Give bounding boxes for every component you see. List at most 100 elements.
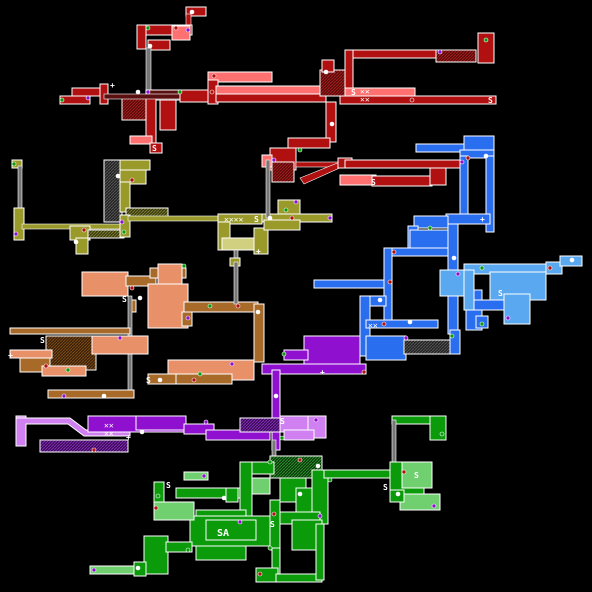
door-marker [547, 265, 553, 271]
room [321, 59, 335, 73]
room [344, 159, 466, 169]
door-marker [407, 319, 413, 325]
blocked-marker: ✕✕ [104, 429, 114, 438]
room [41, 365, 87, 377]
door-marker [479, 321, 485, 327]
door-marker [237, 519, 243, 525]
door-marker [257, 571, 263, 577]
blocked-marker: ✕✕ [368, 321, 378, 330]
save-marker: S [40, 336, 45, 345]
room [371, 175, 433, 187]
room [119, 159, 151, 171]
corridor [17, 165, 23, 211]
door-marker [451, 255, 457, 261]
corridor [233, 261, 239, 305]
door-marker [185, 315, 191, 321]
room [449, 329, 461, 355]
room [253, 227, 269, 255]
room [215, 93, 327, 103]
save-marker: S [371, 178, 376, 187]
door-marker [115, 173, 121, 179]
door-marker [145, 25, 151, 31]
door-marker [267, 545, 273, 551]
room [103, 159, 123, 223]
door-marker [391, 249, 397, 255]
room [271, 161, 295, 183]
door-marker [185, 27, 191, 33]
room [263, 219, 301, 231]
door-marker [297, 147, 303, 153]
door-marker [197, 371, 203, 377]
door-marker [361, 369, 367, 375]
door-marker [479, 265, 485, 271]
door-marker [155, 493, 161, 499]
room [45, 335, 97, 371]
door-marker [327, 477, 333, 483]
room [183, 471, 209, 481]
room [239, 417, 281, 433]
room [459, 149, 495, 159]
door-marker [121, 229, 127, 235]
room [295, 487, 313, 513]
door-marker [117, 335, 123, 341]
region-crimson: S S S S ✕✕ ✕✕ + [59, 6, 497, 187]
door-marker [135, 89, 141, 95]
door-marker [327, 215, 333, 221]
door-marker [207, 303, 213, 309]
room [9, 327, 131, 335]
save-marker: S [414, 471, 419, 480]
room [323, 469, 395, 479]
save-marker: S [146, 376, 151, 385]
door-marker [235, 303, 241, 309]
door-marker [221, 495, 227, 501]
health-marker: + [320, 368, 325, 377]
door-marker [185, 547, 191, 553]
door-marker [315, 463, 321, 469]
door-marker [403, 335, 409, 341]
save-marker: S [498, 289, 503, 298]
room [71, 87, 103, 97]
door-marker [255, 309, 261, 315]
door-marker [279, 435, 285, 441]
room [175, 373, 233, 385]
door-marker [189, 9, 195, 15]
door-marker [483, 37, 489, 43]
room [403, 339, 455, 355]
room [435, 49, 477, 63]
room [313, 279, 385, 289]
door-marker [157, 377, 163, 383]
room [283, 429, 315, 441]
room [207, 71, 273, 83]
save-marker: S [383, 483, 388, 492]
room [283, 349, 309, 361]
door-marker [273, 393, 279, 399]
room [485, 155, 495, 233]
door-marker [283, 207, 289, 213]
room [149, 142, 163, 154]
door-marker [323, 69, 329, 75]
door-marker [297, 491, 303, 497]
save-station-marker: SA [217, 528, 229, 539]
door-marker [43, 363, 49, 369]
door-marker [11, 161, 17, 167]
room [287, 137, 331, 149]
door-marker [459, 159, 465, 165]
room [415, 143, 467, 153]
room [183, 423, 215, 435]
save-marker: S [280, 417, 285, 426]
blocked-marker: ✕✕✕✕ [224, 215, 243, 224]
door-marker [281, 351, 287, 357]
door-marker [431, 503, 437, 509]
door-markers [11, 9, 575, 577]
door-marker [203, 419, 209, 425]
save-marker: S [270, 520, 275, 529]
room [477, 32, 495, 64]
room [89, 565, 141, 575]
door-marker [313, 417, 319, 423]
door-marker [329, 121, 335, 127]
door-marker [119, 219, 125, 225]
door-marker [449, 333, 455, 339]
door-marker [129, 177, 135, 183]
door-marker [297, 457, 303, 463]
